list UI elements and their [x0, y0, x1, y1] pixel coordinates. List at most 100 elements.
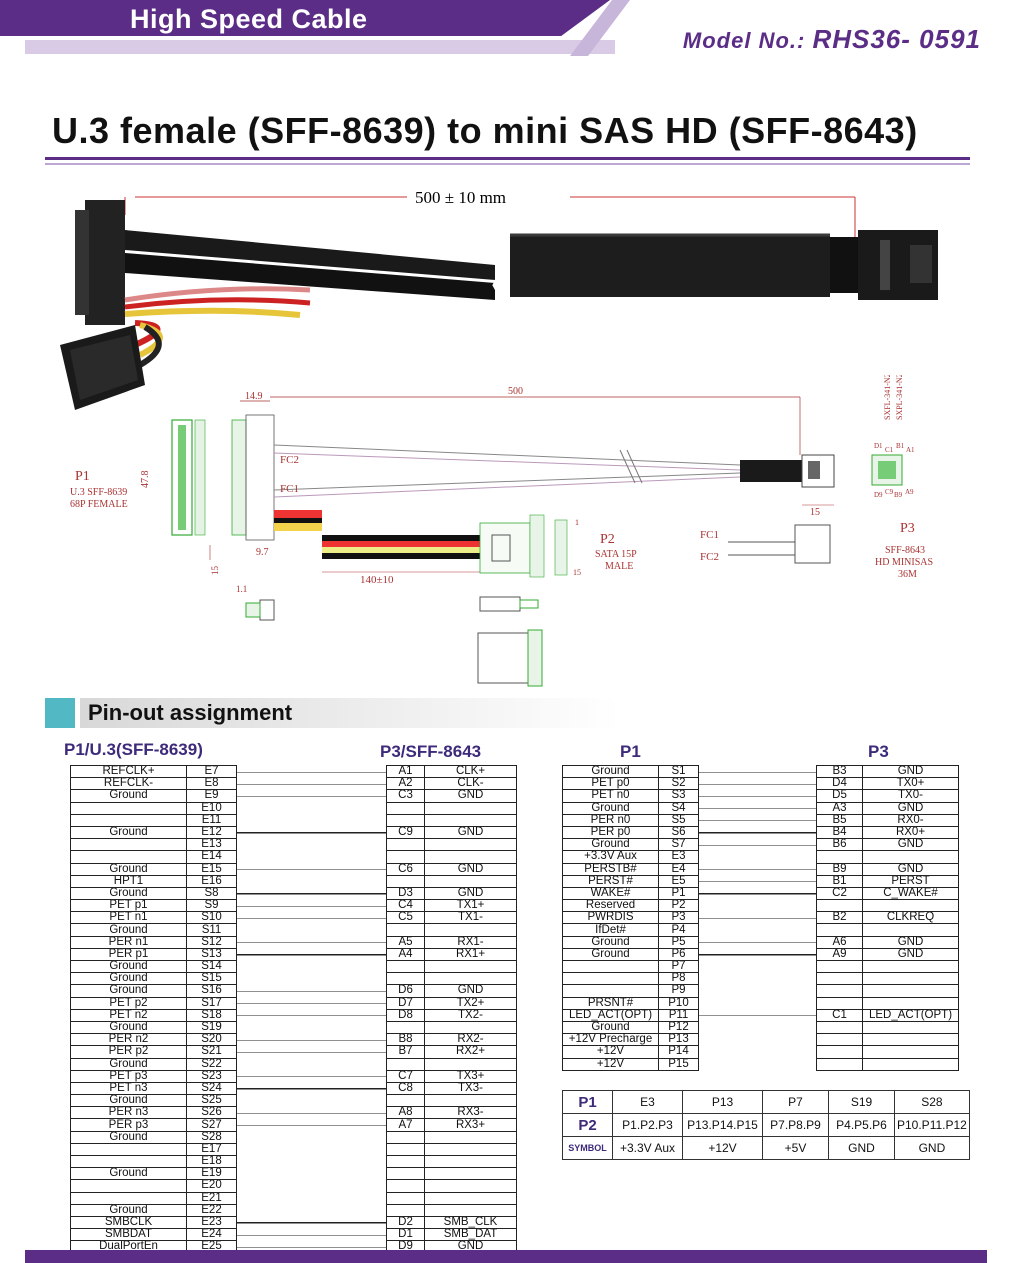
- pin-number: [386, 972, 425, 986]
- pin-number: B1: [816, 874, 863, 888]
- wire-gap: [236, 1094, 387, 1107]
- signal-name: [424, 801, 517, 815]
- pinout-row: E20: [70, 1179, 517, 1193]
- pin-number: [816, 972, 863, 986]
- pin-number: P10: [658, 996, 699, 1010]
- p1-line2: 68P FEMALE: [70, 499, 128, 510]
- pinout-row: E18: [70, 1154, 517, 1169]
- signal-name: Ground: [562, 1020, 659, 1035]
- title-underline-light: [45, 163, 970, 165]
- signal-name: [424, 813, 517, 827]
- symbol-cell: GND: [828, 1136, 895, 1160]
- signal-name: [70, 1154, 187, 1169]
- wire-gap: [698, 765, 817, 778]
- pin-number: C6: [386, 862, 425, 876]
- wire-gap: [236, 1167, 387, 1180]
- wire-gap: [236, 936, 387, 949]
- p3-line2: HD MINISAS: [875, 557, 933, 568]
- pin-number: E10: [186, 801, 237, 815]
- pin-number: D8: [386, 1008, 425, 1022]
- wire-gap: [236, 911, 387, 924]
- signal-name: [424, 838, 517, 852]
- wire-gap: [236, 972, 387, 985]
- signal-name: Ground: [70, 886, 187, 901]
- wire-gap: [236, 1155, 387, 1168]
- left-header-p1: P1/U.3(SFF-8639): [64, 740, 203, 759]
- pin-number: S11: [186, 923, 237, 937]
- signal-name: GND: [424, 789, 517, 803]
- p2-pin1: 1: [575, 518, 579, 527]
- pin-number: [386, 1191, 425, 1205]
- signal-name: [424, 1179, 517, 1193]
- pinout-row: PRSNT#P10: [562, 996, 959, 1010]
- pin-number: D6: [386, 984, 425, 998]
- pin-number: C3: [386, 789, 425, 803]
- pin-number: S2: [658, 777, 699, 791]
- pin-number: P3: [658, 911, 699, 925]
- signal-name: [562, 984, 659, 998]
- p2-line1: SATA 15P: [595, 549, 637, 560]
- pin-number: S4: [658, 801, 699, 815]
- pin-number: D5: [816, 789, 863, 803]
- pin-number: S10: [186, 911, 237, 925]
- pin-number: P14: [658, 1045, 699, 1059]
- title-underline: [45, 157, 970, 160]
- signal-name: [424, 972, 517, 986]
- pin-number: S23: [186, 1069, 237, 1083]
- signal-name: LED_ACT(OPT): [862, 1008, 959, 1022]
- symbol-cell: +5V: [762, 1136, 829, 1160]
- pinout-row: E14: [70, 850, 517, 864]
- pin-number: S5: [658, 813, 699, 827]
- signal-name: [424, 850, 517, 864]
- signal-name: PERST#: [562, 874, 659, 888]
- left-header-p3: P3/SFF-8643: [380, 742, 482, 761]
- signal-name: PET p0: [562, 777, 659, 791]
- symbol-cell: P7: [762, 1090, 829, 1114]
- pin-number: S20: [186, 1033, 237, 1047]
- wire-gap: [236, 1228, 387, 1241]
- pin-number: E19: [186, 1167, 237, 1181]
- wire-gap: [698, 972, 817, 985]
- header-band: [0, 0, 610, 36]
- signal-name: [424, 1154, 517, 1169]
- wire-gap: [236, 765, 387, 778]
- fc2-label-b: FC2: [700, 551, 719, 563]
- signal-name: [862, 972, 959, 986]
- pinout-row: P7: [562, 959, 959, 974]
- pin-number: S18: [186, 1008, 237, 1022]
- p3-pin-d9: D9: [874, 491, 883, 499]
- pin-number: D4: [816, 777, 863, 791]
- signal-name: TX1-: [424, 911, 517, 925]
- pin-number: [386, 1142, 425, 1157]
- signal-name: [70, 1179, 187, 1193]
- pin-number: E21: [186, 1191, 237, 1205]
- pin-number: S17: [186, 996, 237, 1010]
- signal-name: +3.3V Aux: [562, 850, 659, 864]
- section-bar: [80, 698, 620, 728]
- pin-number: B4: [816, 825, 863, 840]
- p2-title: P2: [600, 532, 615, 547]
- signal-name: Ground: [70, 862, 187, 876]
- pin-number: [386, 1094, 425, 1108]
- pin-number: A5: [386, 935, 425, 949]
- wire-gap: [698, 936, 817, 949]
- wire-gap: [698, 911, 817, 924]
- signal-name: RX3+: [424, 1118, 517, 1132]
- wire-gap: [698, 1021, 817, 1034]
- p1-title: P1: [75, 469, 90, 484]
- wire-gap: [236, 863, 387, 876]
- pin-number: S26: [186, 1106, 237, 1120]
- signal-name: Ground: [70, 825, 187, 840]
